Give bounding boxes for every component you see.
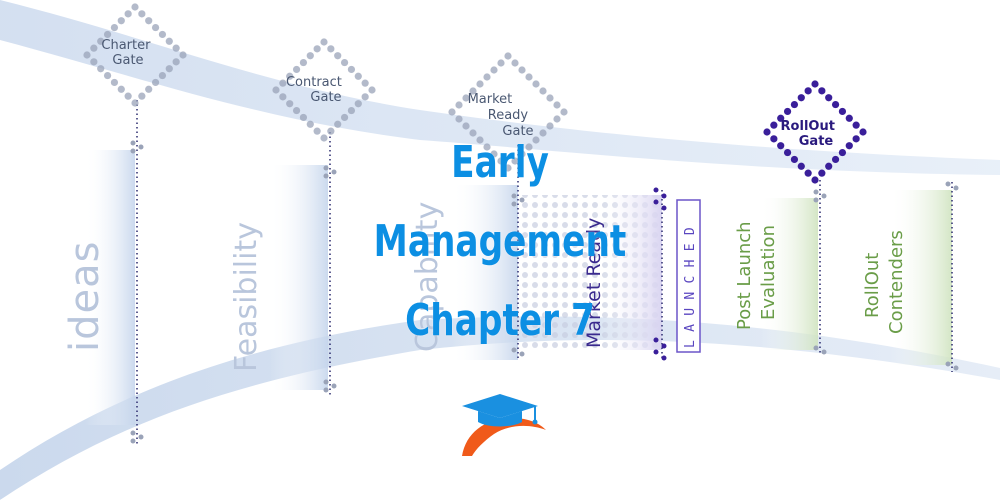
stage-label-capability: Capability <box>410 202 445 352</box>
logo <box>462 394 546 456</box>
rollout-gate-label: RollOut Gate <box>781 119 840 149</box>
stage-label-post-launch: Post Launch Evaluation <box>734 216 779 330</box>
contract-gate-label: Contract Gate <box>286 75 346 105</box>
top-band <box>0 0 1000 175</box>
stage-label-launched: LAUNCHED <box>683 219 698 348</box>
ideas-column <box>85 150 135 425</box>
feasibility-column <box>270 165 328 390</box>
stage-label-market-ready: Market Ready <box>583 218 605 348</box>
stage-label-ideas: ideas <box>62 241 108 352</box>
capability-column <box>452 185 518 360</box>
rollout-gate-diamond <box>763 80 867 184</box>
bottom-band <box>0 316 1000 500</box>
post-launch-column <box>760 198 818 350</box>
title-line-2: Management <box>373 216 627 267</box>
connector-dots <box>130 140 959 444</box>
launched-connector-dots <box>653 187 667 361</box>
contract-gate-diamond <box>272 38 376 142</box>
stage-label-feasibility: Feasibility <box>229 222 264 372</box>
charter-gate-label: Charter Gate <box>101 38 154 68</box>
charter-gate-diamond <box>83 3 187 107</box>
title-line-3: Chapter 7 <box>405 295 595 346</box>
launched-box <box>676 199 701 353</box>
graduation-cap-icon <box>462 394 538 427</box>
market-ready-gate-diamond <box>448 52 568 172</box>
market-ready-gate-label: Market Ready Gate <box>468 92 534 139</box>
market-ready-shade <box>600 195 662 350</box>
title-line-1: Early <box>451 137 549 188</box>
logo-swoosh <box>462 418 546 456</box>
gate-diamonds <box>83 3 867 184</box>
rollout-contenders-column <box>890 190 952 365</box>
stage-label-rollout-contenders: RollOut Contenders <box>862 230 907 334</box>
